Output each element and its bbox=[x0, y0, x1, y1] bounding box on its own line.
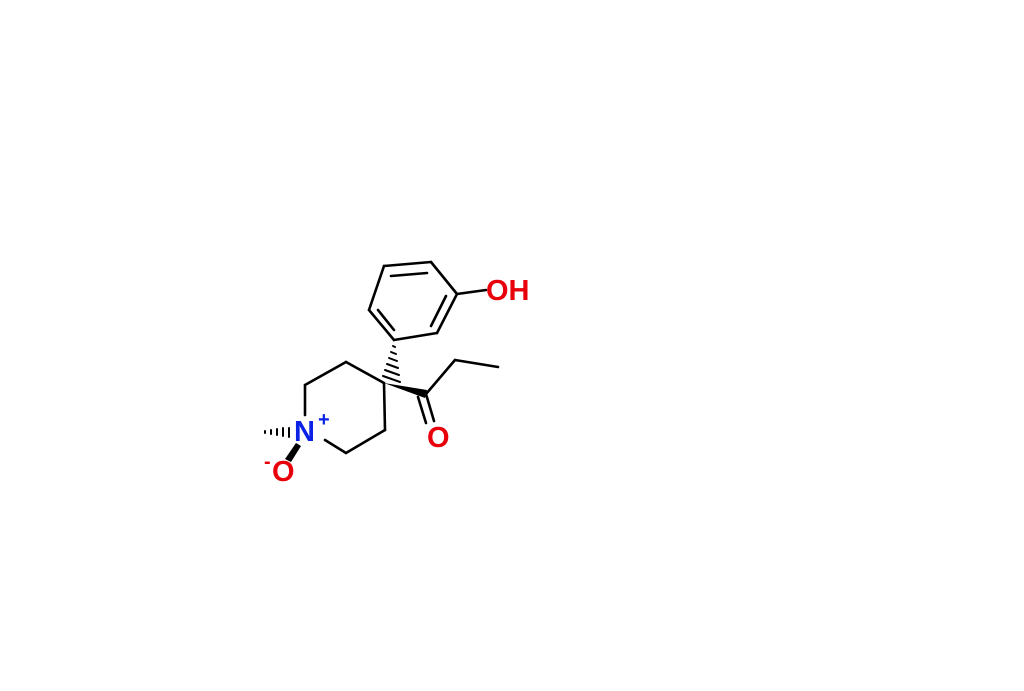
carbonyl-ethyl-bond bbox=[424, 358, 457, 396]
ring-bond bbox=[429, 260, 459, 296]
ring-double-bond bbox=[389, 271, 429, 278]
solid-wedge-carbonyl bbox=[384, 383, 427, 398]
hydroxyl-bond bbox=[455, 288, 488, 296]
carbonyl-double-bond bbox=[424, 392, 436, 423]
ring-bond bbox=[303, 360, 348, 387]
ring-bond bbox=[344, 428, 387, 455]
hashed-wedge-aryl bbox=[382, 345, 401, 383]
piperidine-ring bbox=[303, 360, 387, 455]
oxide-charge: - bbox=[264, 451, 271, 473]
ring-bond bbox=[367, 308, 396, 342]
hydroxyl-label: OH bbox=[486, 275, 530, 307]
ethyl-bond bbox=[453, 358, 500, 369]
ring-bond bbox=[323, 438, 348, 455]
oxide-oxygen-label: O bbox=[272, 456, 295, 488]
ring-bond bbox=[392, 331, 439, 342]
ring-bond bbox=[435, 292, 459, 335]
phenol-ring bbox=[367, 260, 459, 342]
ring-double-bond bbox=[429, 294, 448, 328]
carbonyl-oxygen-label: O bbox=[427, 422, 450, 454]
ring-bond bbox=[344, 360, 386, 385]
nitrogen-label: N bbox=[294, 416, 315, 448]
ring-bond bbox=[382, 260, 433, 268]
ring-double-bond bbox=[376, 308, 396, 332]
ring-bond bbox=[367, 264, 386, 312]
carbonyl-double-bond bbox=[416, 395, 428, 425]
solid-wedge-oxide bbox=[285, 443, 301, 462]
hashed-wedge-methyl bbox=[264, 427, 290, 438]
nitrogen-charge: + bbox=[318, 409, 330, 431]
ring-bond bbox=[382, 381, 387, 432]
